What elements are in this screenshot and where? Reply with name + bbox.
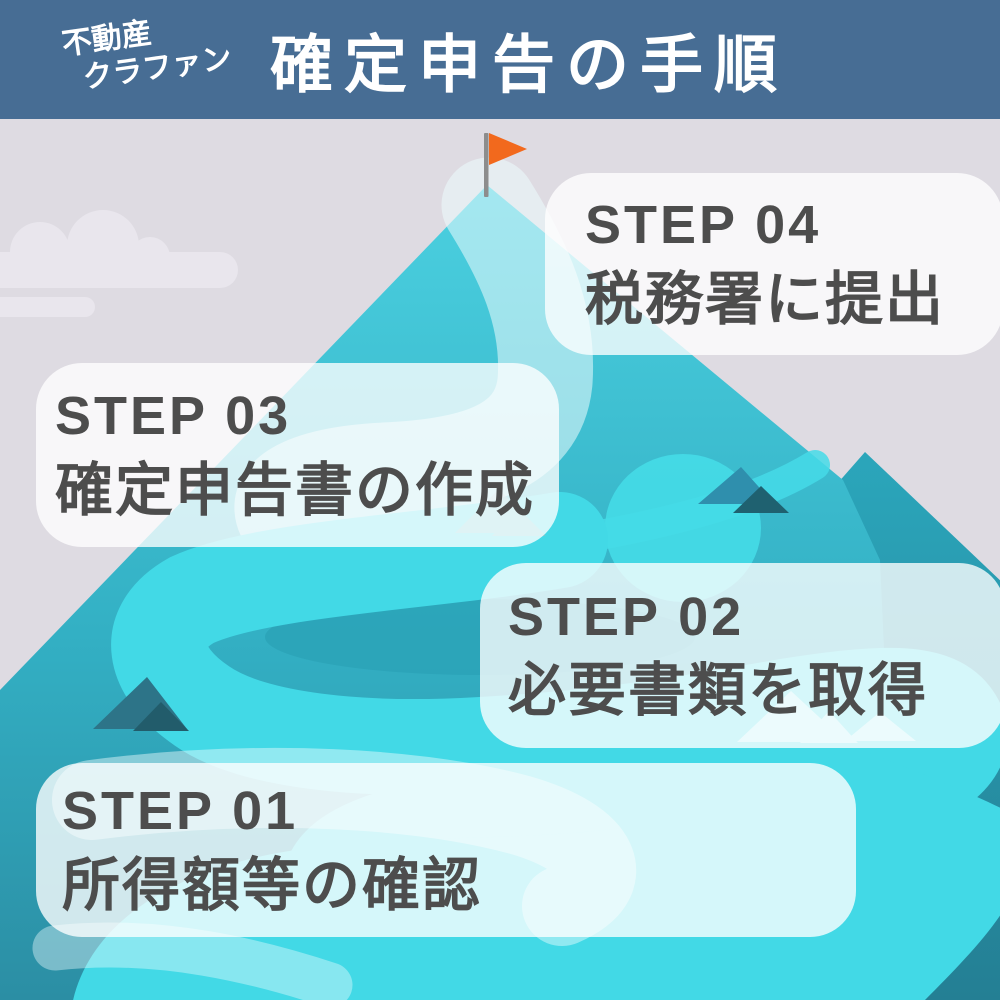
brand-badge: 不動産 クラファン [60,5,234,99]
step-card-02: STEP 02 必要書類を取得 [480,563,1000,748]
step-description: 必要書類を取得 [508,658,929,724]
header-bar: 不動産 クラファン 確定申告の手順 [0,0,1000,119]
step-label: STEP 04 [585,195,822,256]
trail-highlight-low [32,922,353,1000]
tree-cluster-right-icon [698,467,789,513]
step-label: STEP 03 [55,386,292,447]
page-title: 確定申告の手順 [270,30,788,100]
step-label: STEP 02 [508,586,745,647]
step-card-04: STEP 04 税務署に提出 [545,173,1000,355]
flag-icon [484,133,527,197]
mountain-scene: STEP 04 税務署に提出 STEP 03 確定申告書の作成 STEP 02 … [0,119,1000,1000]
step-card-03: STEP 03 確定申告書の作成 [36,363,559,547]
step-description: 税務署に提出 [585,266,946,332]
step-card-01: STEP 01 所得額等の確認 [36,763,856,937]
step-description: 確定申告書の作成 [55,457,536,523]
step-label: STEP 01 [62,781,299,842]
step-description: 所得額等の確認 [62,852,483,918]
tree-cluster-left-icon [93,677,189,731]
cloud-icon [0,210,238,317]
